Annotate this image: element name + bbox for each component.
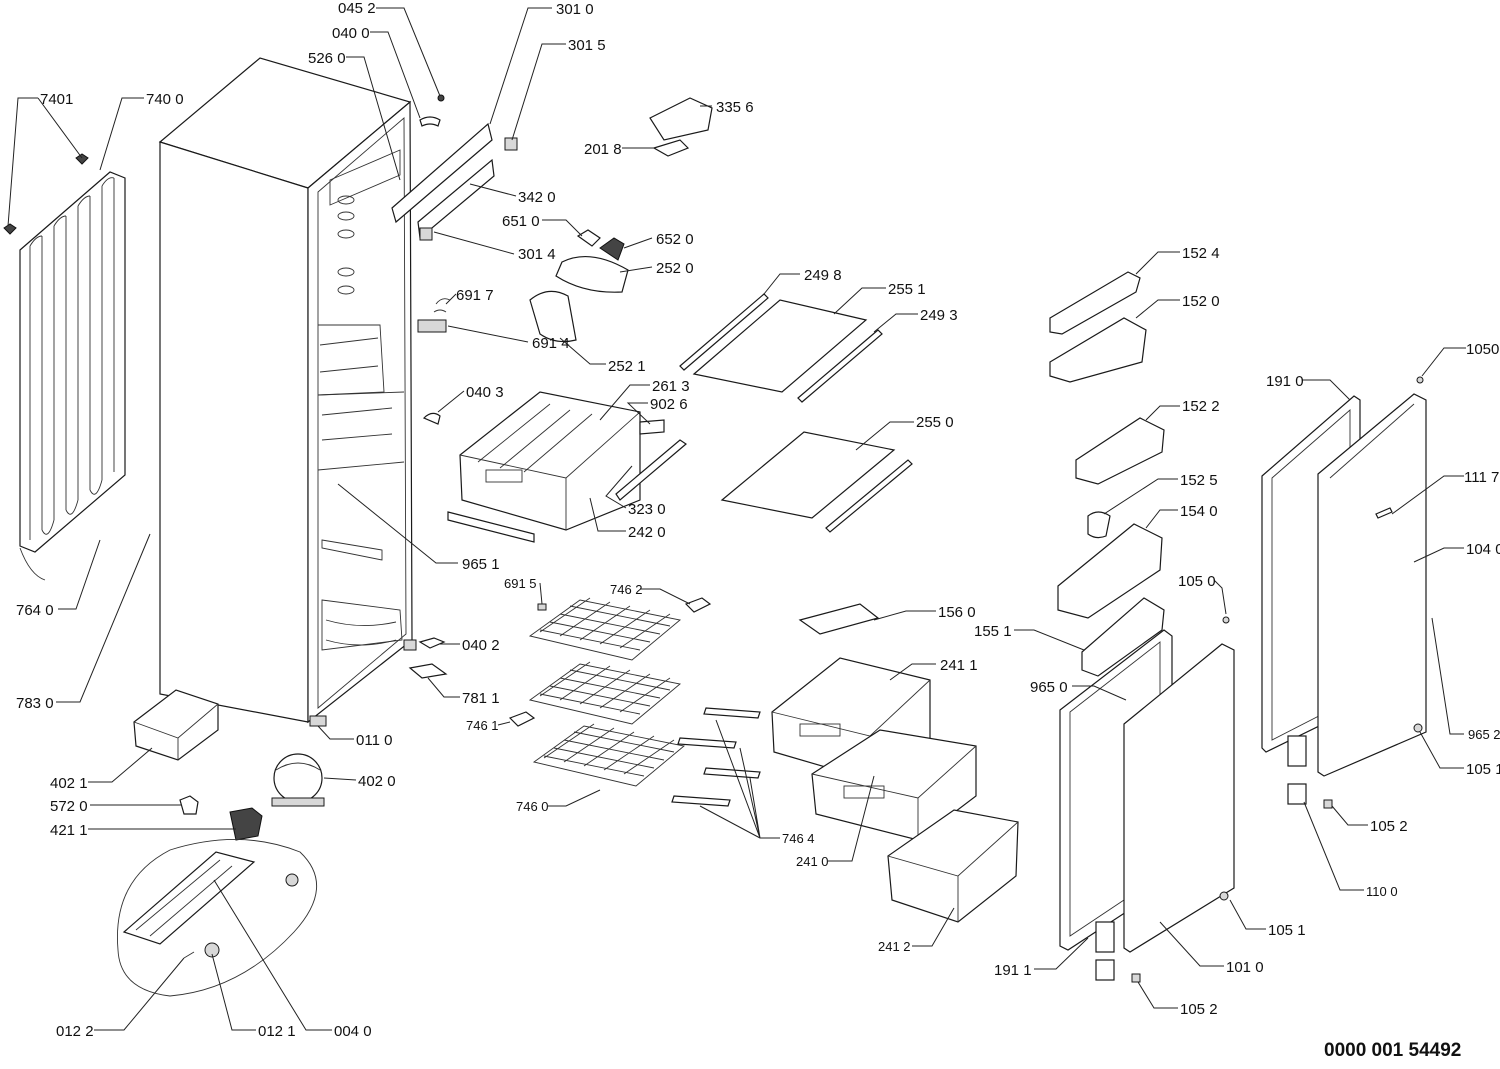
callout-7401: 7401 [40,91,73,108]
callout-335-6: 335 6 [716,99,754,116]
callout-526-0: 526 0 [308,50,346,67]
callout-152-0: 152 0 [1182,293,1220,310]
callout-651-0: 651 0 [502,213,540,230]
callout-004-0: 004 0 [334,1023,372,1040]
callout-965-2: 965 2 [1468,727,1500,742]
glass-shelves [679,293,913,533]
callout-152-5: 152 5 [1180,472,1218,489]
callout-105-1-b: 105 1 [1268,922,1306,939]
callout-902-6: 902 6 [650,396,688,413]
callout-105-2-b: 105 2 [1180,1001,1218,1018]
callout-652-0: 652 0 [656,231,694,248]
callout-1050: 1050 [1466,341,1499,358]
door-balconies [1049,271,1165,677]
callout-261-3: 261 3 [652,378,690,395]
callout-152-4: 152 4 [1182,245,1220,262]
callout-323-0: 323 0 [628,501,666,518]
callout-691-7: 691 7 [456,287,494,304]
top-control-parts [391,94,713,343]
callout-781-1: 781 1 [462,690,500,707]
callout-040-3: 040 3 [466,384,504,401]
callout-labels: 045 2 040 0 526 0 301 0 301 5 7401 740 0… [16,0,1500,1061]
callout-241-0: 241 0 [796,854,829,869]
callout-012-2: 012 2 [56,1023,94,1040]
callout-011-0: 011 0 [356,732,392,749]
freezer-drawers [671,603,1019,923]
callout-045-2: 045 2 [338,0,376,17]
callout-152-2: 152 2 [1182,398,1220,415]
callout-242-0: 242 0 [628,524,666,541]
callout-746-0: 746 0 [516,799,549,814]
callout-111-7: 111 7 [1464,469,1499,486]
callout-746-4: 746 4 [782,831,815,846]
callout-255-1: 255 1 [888,281,926,298]
callout-154-0: 154 0 [1180,503,1218,520]
callout-241-2: 241 2 [878,939,911,954]
callout-101-0: 101 0 [1226,959,1264,976]
callout-241-1: 241 1 [940,657,978,674]
callout-252-1: 252 1 [608,358,646,375]
callout-342-0: 342 0 [518,189,556,206]
refrigerator-cabinet [158,57,417,727]
callout-012-1: 012 1 [258,1023,296,1040]
callout-249-8: 249 8 [804,267,842,284]
callout-301-4: 301 4 [518,246,556,263]
callout-255-0: 255 0 [916,414,954,431]
callout-252-0: 252 0 [656,260,694,277]
callout-201-8: 201 8 [584,141,622,158]
callout-105-0: 105 0 [1178,573,1216,590]
callout-156-0: 156 0 [938,604,976,621]
leader-lines [7,7,1466,1031]
document-number: 0000 001 54492 [1324,1040,1461,1061]
callout-764-0: 764 0 [16,602,54,619]
callout-421-1: 421 1 [50,822,88,839]
callout-110-0: 110 0 [1366,884,1398,899]
callout-402-0: 402 0 [358,773,396,790]
callout-155-1: 155 1 [974,623,1012,640]
callout-040-2: 040 2 [462,637,500,654]
callout-040-0: 040 0 [332,25,370,42]
wire-baskets [508,597,712,787]
callout-572-0: 572 0 [50,798,88,815]
callout-965-1: 965 1 [462,556,500,573]
callout-740-0: 740 0 [146,91,184,108]
callout-691-5: 691 5 [504,576,537,591]
condenser-coil [3,153,126,581]
callout-691-4: 691 4 [532,335,570,352]
callout-301-5: 301 5 [568,37,606,54]
callout-105-1-a: 105 1 [1466,761,1500,778]
callout-402-1: 402 1 [50,775,88,792]
callout-301-0: 301 0 [556,1,594,18]
callout-746-1: 746 1 [466,718,499,733]
callout-191-1: 191 1 [994,962,1032,979]
compressor-parts [116,637,448,997]
callout-191-0: 191 0 [1266,373,1304,390]
callout-104-0: 104 0 [1466,541,1500,558]
doors [1059,376,1427,983]
crisper-box [422,391,687,543]
callout-965-0: 965 0 [1030,679,1068,696]
callout-783-0: 783 0 [16,695,54,712]
callout-105-2-a: 105 2 [1370,818,1408,835]
callout-249-3: 249 3 [920,307,958,324]
callout-746-2: 746 2 [610,582,643,597]
